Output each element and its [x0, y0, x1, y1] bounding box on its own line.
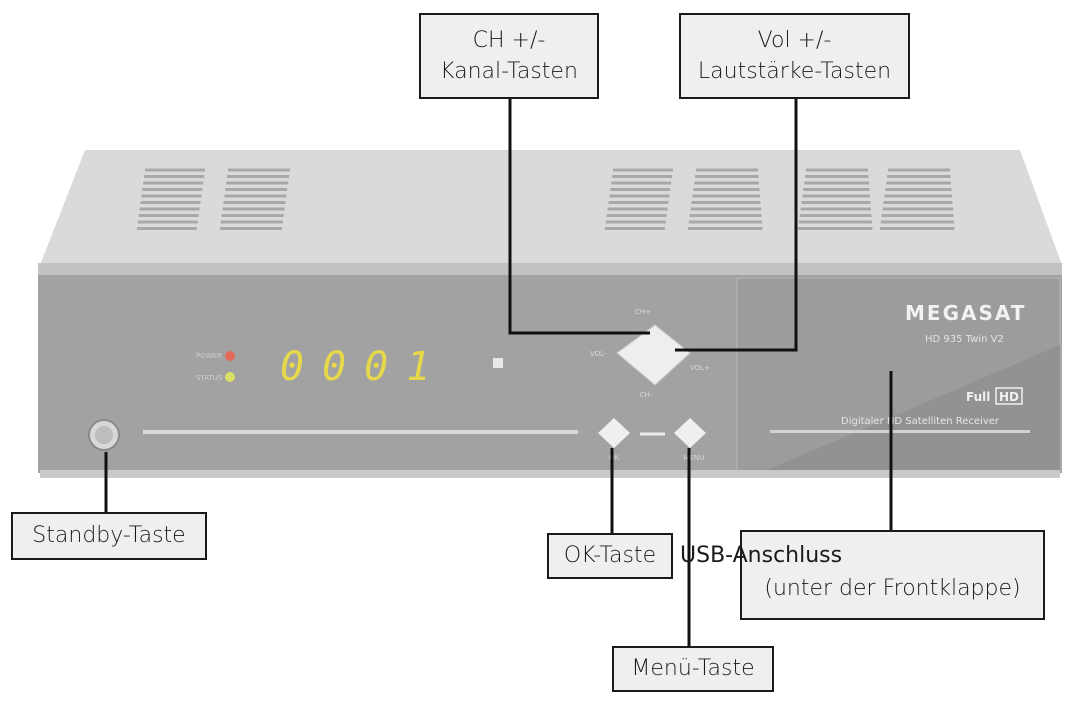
- callout-usb-port: (unter der Frontklappe): [740, 530, 1045, 620]
- front-flap-shade: [760, 345, 1060, 473]
- full-hd-badge-hd: HD: [999, 390, 1019, 404]
- brand-logo: MEGASAT: [905, 301, 1026, 325]
- ch-down-label: CH-: [640, 391, 653, 399]
- navigation-diamond-button[interactable]: [616, 324, 691, 386]
- callout-menu-key: Menü-Taste: [612, 646, 774, 692]
- model-label: HD 935 Twin V2: [925, 334, 1004, 345]
- ir-sensor: [493, 358, 503, 368]
- receiver-top-cover: [40, 150, 1062, 265]
- callout-volume-line2: Lautstärke-Tasten: [697, 59, 892, 84]
- receiver-bottom-edge: [40, 470, 1060, 478]
- led-status: [225, 372, 235, 382]
- callout-channel-keys: CH +/- Kanal-Tasten: [419, 13, 599, 99]
- menu-button[interactable]: [674, 418, 706, 448]
- product-subtitle: Digitaler HD Satelliten Receiver: [841, 416, 1000, 427]
- callout-volume-line1: Vol +/-: [757, 28, 832, 53]
- full-hd-badge-hd-box: [995, 387, 1023, 405]
- callout-leader-lines: [104, 98, 893, 648]
- led-status-label: STATUS: [196, 374, 223, 382]
- receiver-top-edge: [38, 263, 1062, 275]
- led-power-label: POWER: [196, 352, 222, 360]
- front-display: 0001: [280, 344, 448, 390]
- ch-leader-line: [508, 98, 650, 335]
- menu-label: MENU: [684, 454, 705, 462]
- callout-menu-text: Menü-Taste: [631, 656, 755, 681]
- chrome-strip: [143, 430, 578, 434]
- callout-ok-text: OK-Taste: [563, 543, 657, 568]
- vol-leader-line: [675, 98, 798, 352]
- led-power: [225, 351, 235, 361]
- callout-standby-text: Standby-Taste: [32, 523, 186, 548]
- ok-label: OK: [609, 454, 620, 462]
- full-hd-badge-full: Full: [966, 390, 990, 404]
- callout-channel-line1: CH +/-: [472, 28, 546, 53]
- callout-volume-keys: Vol +/- Lautstärke-Tasten: [679, 13, 910, 99]
- standby-button-inner: [95, 426, 113, 444]
- callout-standby-key: Standby-Taste: [11, 512, 207, 560]
- vol-down-label: VOL-: [590, 350, 607, 358]
- vol-up-label: VOL+: [690, 364, 710, 372]
- callout-usb-line2: (unter der Frontklappe): [764, 576, 1021, 601]
- vent-slots: [136, 168, 955, 230]
- ch-up-label: CH+: [635, 308, 651, 316]
- callout-ok-key: OK-Taste: [547, 533, 673, 579]
- callout-usb-line1: USB-Anschluss: [680, 543, 843, 568]
- ok-button[interactable]: [598, 418, 630, 448]
- chrome-strip-right: [770, 430, 1030, 433]
- callout-channel-line2: Kanal-Tasten: [440, 59, 578, 84]
